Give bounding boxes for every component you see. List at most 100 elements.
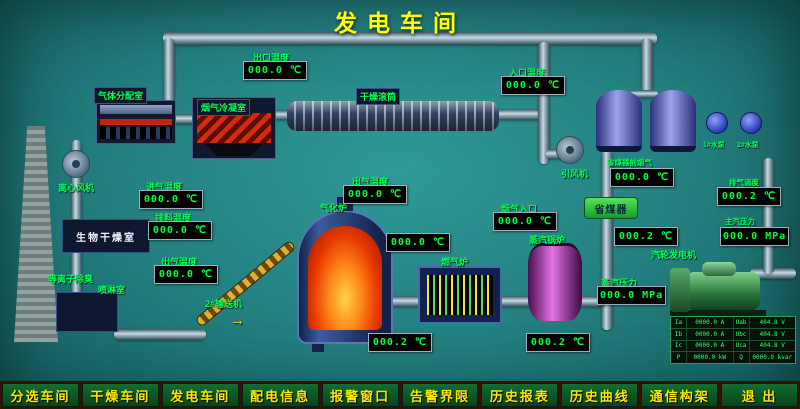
label-plasma-deodorizer: 等离子除臭 [48,274,94,284]
panel-cell: 404.8 V [759,318,785,326]
pipe-top-left-vertical [163,38,175,102]
fan-hub [566,146,574,154]
menu-button-distribution-info[interactable]: 配电信息 [241,383,319,407]
gasifier-leg-left [312,344,324,352]
display-discharge-temp: 000.0 ℃ [148,221,212,240]
label-turbine-generator: 汽轮发电机 [651,250,697,260]
label-steam-boiler: 蒸汽锅炉 [529,235,566,245]
label-gasifier: 气化炉 [320,203,348,213]
induced-draft-fan-icon [556,136,584,164]
display-furnace-bottom: 000.2 ℃ [368,333,432,352]
label-induced-draft-fan: 引风机 [561,169,589,179]
display-flue-inlet: 000.0 ℃ [493,212,557,231]
turbine-body [686,272,760,310]
menu-button-alarm-window[interactable]: 报警窗口 [321,383,399,407]
pipe-top-horizontal [163,32,657,45]
economizer-button[interactable]: 省煤器 [584,197,638,219]
label-intake-temp: 进气温度 [146,182,183,192]
label-gas-furnace: 燃气炉 [441,257,469,267]
display-gasifier-right: 000.0 ℃ [386,233,450,252]
label-outgas-temp-center: 出气温度 [352,177,389,187]
bottom-menu-bar: 分选车间 干燥车间 发电车间 配电信息 报警窗口 告警界限 历史报表 历史曲线 … [0,381,800,409]
condenser-hatch [197,113,271,143]
label-eco-front-flue: 省煤器前烟气 [607,158,652,167]
page-title: 发电车间 [334,10,466,36]
label-pump-1: 1#水泵 [703,142,725,149]
flow-arrow-icon: → [230,312,245,329]
menu-button-alarm-limits[interactable]: 告警界限 [401,383,479,407]
menu-button-history-curve[interactable]: 历史曲线 [561,383,639,407]
display-outlet-temp: 000.0 ℃ [243,61,307,80]
pipe-boiler-economizer [578,296,606,307]
label-main-steam-pressure: 主汽压力 [725,217,755,226]
label-drying-drum: 干燥滚筒 [356,88,401,105]
steam-boiler-vessel [528,243,582,321]
pipe-economizer-vertical [601,150,613,330]
panel-cell: P [671,352,687,363]
display-eco-front: 000.0 ℃ [610,168,674,187]
panel-cell: 0000.0 A [687,317,734,328]
label-outgas-temp-left: 出气温度 [161,257,198,267]
label-inlet-temp: 入口温度 [509,68,546,78]
display-exhaust-temp: 000.2 ℃ [717,187,781,206]
pipe-tank-bridge [630,90,658,98]
gasifier-vessel [297,210,393,344]
water-tank-2 [650,90,696,152]
pump-2-icon [740,112,762,134]
pipe-top-right-vertical [641,38,653,94]
panel-cell: Q [734,352,750,363]
drum-shading [287,101,499,131]
panel-cell: 0000.0 kW [687,352,734,363]
display-outgas-left: 000.0 ℃ [154,265,218,284]
panel-cell: Ib [671,328,687,340]
label-steam-pressure: 蒸汽压力 [601,278,638,288]
turbine-top-cylinder [702,262,736,276]
pipe-gasifier-furnace [388,296,422,307]
turbine-generator-unit [670,262,766,320]
menu-button-power-workshop[interactable]: 发电车间 [161,383,239,407]
plasma-bars [62,298,112,326]
menu-button-comm-framework[interactable]: 通信构架 [641,383,719,407]
menu-button-exit[interactable]: 退 出 [721,383,799,407]
gas-distribution-red-stripe [100,119,172,125]
label-centrifugal-fan: 离心风机 [58,183,95,193]
label-flue-gas-condenser: 烟气冷凝室 [197,99,251,116]
display-boiler-bottom: 000.2 ℃ [526,333,590,352]
fan-hub [72,160,80,168]
menu-button-sorting-workshop[interactable]: 分选车间 [2,383,79,407]
condenser-hopper [205,144,263,156]
drying-drum-body [287,101,499,131]
pipe-turbine-right [750,268,796,279]
label-outlet-temp: 出口温度 [253,53,290,63]
gas-distribution-unit [96,100,176,144]
pipe-inlet-vertical [538,42,550,164]
panel-cell: 404.8 V [759,342,785,350]
bio-drying-room-label: 生物干燥室 [76,232,136,244]
label-gas-distribution-room: 气体分配室 [94,87,148,104]
label-spray-room: 喷淋室 [98,285,126,295]
panel-cell: Ubc [734,328,750,340]
gas-furnace-window [427,275,493,315]
gas-distribution-slots [100,127,172,139]
label-discharge-temp: 排料温度 [155,213,192,223]
water-tank-1 [596,90,642,152]
panel-cell: 0000.0 A [687,340,734,352]
pipe-condenser-drum [274,110,290,120]
menu-button-drying-workshop[interactable]: 干燥车间 [81,383,159,407]
pipe-dist-condenser [172,114,198,124]
turbine-end-box [670,268,690,312]
panel-cell: Uca [734,340,750,352]
centrifugal-fan-icon [62,150,90,178]
label-conveyor-2: 2#输送机 [205,299,243,309]
bio-drying-room-unit: 生物干燥室 [62,219,150,253]
turbine-base [670,310,766,320]
chimney [14,126,58,342]
menu-button-history-report[interactable]: 历史报表 [481,383,559,407]
label-flue-gas-inlet: 烟气入口 [501,204,538,214]
label-pump-2: 2#水泵 [737,142,759,149]
plasma-spray-unit [56,292,118,332]
panel-cell: Uab [734,317,750,328]
display-intake-temp: 000.0 ℃ [139,190,203,209]
